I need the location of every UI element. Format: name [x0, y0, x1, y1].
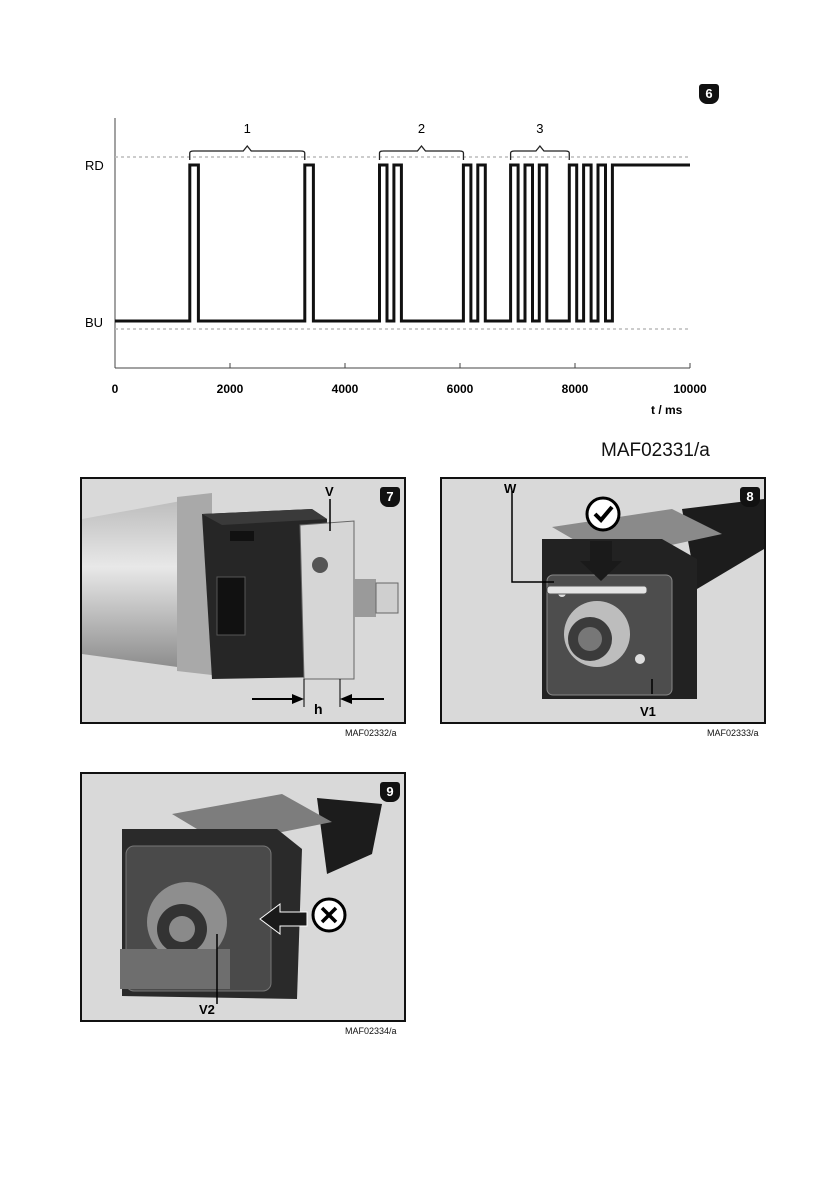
check-circle-icon: [584, 495, 622, 533]
figure-code: MAF02333/a: [707, 728, 759, 738]
x-tick-label: 10000: [673, 382, 707, 396]
x-tick-label: 8000: [562, 382, 589, 396]
signal-timing-chart: RD BU 0 2000 4000 6000 8000 10000 t / ms 1 2 3: [0, 0, 840, 440]
figure-9-photo: 9 V2: [80, 772, 406, 1022]
y-level-label-rd: RD: [85, 158, 104, 173]
x-tick-label: 2000: [217, 382, 244, 396]
figure-7-photo: 7 V h: [80, 477, 406, 724]
group-label: 2: [418, 121, 425, 136]
figure-code: MAF02334/a: [345, 1026, 397, 1036]
x-tick-label: 4000: [332, 382, 359, 396]
x-tick-label: 0: [112, 382, 119, 396]
label-v2: V2: [199, 1002, 215, 1017]
group-bracket: [380, 146, 464, 160]
group-bracket: [511, 146, 570, 160]
figure-number-badge: 8: [740, 487, 760, 507]
figure-code: MAF02331/a: [601, 440, 710, 462]
figure-8-photo: 8 W V1: [440, 477, 766, 724]
x-axis-label: t / ms: [651, 403, 683, 417]
figure-code: MAF02332/a: [345, 728, 397, 738]
label-v: V: [325, 484, 334, 499]
group-label: 1: [244, 121, 251, 136]
group-bracket: [190, 146, 305, 160]
label-h: h: [314, 701, 323, 717]
group-label: 3: [536, 121, 543, 136]
figure-number-badge: 9: [380, 782, 400, 802]
x-tick-label: 6000: [447, 382, 474, 396]
signal-trace: [115, 165, 690, 321]
actuator-side-illustration: [82, 479, 404, 722]
label-w: W: [504, 481, 516, 496]
figure-number-badge: 7: [380, 487, 400, 507]
actuator-front-incorrect-illustration: [82, 774, 404, 1020]
label-v1: V1: [640, 704, 656, 719]
cross-circle-icon: [310, 896, 348, 934]
y-level-label-bu: BU: [85, 315, 103, 330]
